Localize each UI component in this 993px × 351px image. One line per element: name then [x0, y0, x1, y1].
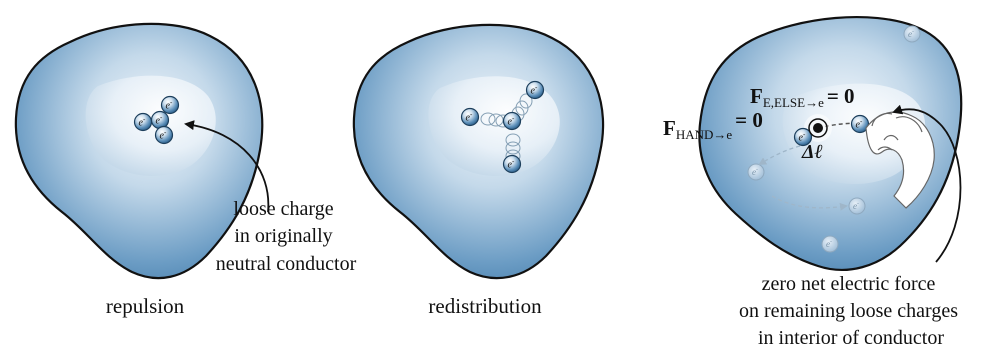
electron: e- [821, 235, 839, 253]
conductor-interior-highlight [782, 83, 926, 185]
svg-text:e-: e- [799, 131, 806, 144]
force-label-hand: FHAND→e= 0 [663, 108, 763, 142]
panel-redistribution: e- e- e- e- redistribution [352, 23, 605, 318]
annotation-arrow [892, 104, 962, 263]
electron: e- [133, 112, 153, 132]
panel-caption: redistribution [428, 294, 542, 318]
force-label-else: FE,ELSE→e= 0 [750, 84, 855, 110]
svg-text:FHAND→e= 0: FHAND→e= 0 [663, 108, 763, 142]
electron: e- [160, 95, 180, 115]
electron-cluster: e- e- e- e- [133, 95, 180, 145]
annotation-arrow [184, 120, 270, 213]
electron: e- [850, 114, 870, 134]
test-charge: e- e- [793, 114, 870, 147]
svg-text:e-: e- [508, 158, 515, 171]
faint-motion-paths [758, 145, 848, 211]
test-charge-position [813, 123, 823, 133]
svg-text:e-: e- [531, 84, 538, 97]
annotation-text: zero net electric force on remaining loo… [739, 273, 963, 349]
panel-equilibrium: e- e- e- e- e [663, 15, 963, 349]
svg-text:e-: e- [856, 118, 863, 131]
svg-text:e-: e- [508, 115, 515, 128]
displacement-label: Δℓ [801, 141, 823, 163]
electron: e- [150, 110, 170, 130]
electron: e- [525, 80, 545, 100]
svg-text:e-: e- [156, 114, 163, 127]
electron-group: e- e- e- e- [460, 80, 545, 174]
svg-text:e-: e- [139, 116, 146, 129]
panel-caption: repulsion [106, 294, 185, 318]
electron: e- [460, 107, 480, 127]
svg-text:e-: e- [752, 167, 758, 177]
electron: e- [747, 163, 765, 181]
electron: e- [502, 111, 522, 131]
panel-repulsion: e- e- e- e- loose charge in originally n… [14, 22, 357, 318]
svg-text:e-: e- [466, 111, 473, 124]
hand-illustration [865, 111, 935, 209]
electron: e- [502, 154, 522, 174]
remaining-loose-charges: e- e- e- e- [747, 25, 921, 253]
svg-text:FE,ELSE→e= 0: FE,ELSE→e= 0 [750, 84, 855, 110]
electron: e- [154, 125, 174, 145]
svg-text:e-: e- [908, 29, 914, 39]
electron: e- [848, 197, 866, 215]
electron: e- [793, 127, 813, 147]
annotation-text: loose charge in originally neutral condu… [216, 198, 357, 275]
electron: e- [903, 25, 921, 43]
svg-text:e-: e- [160, 129, 167, 142]
svg-text:e-: e- [853, 201, 859, 211]
svg-text:e-: e- [826, 239, 832, 249]
svg-text:e-: e- [166, 99, 173, 112]
